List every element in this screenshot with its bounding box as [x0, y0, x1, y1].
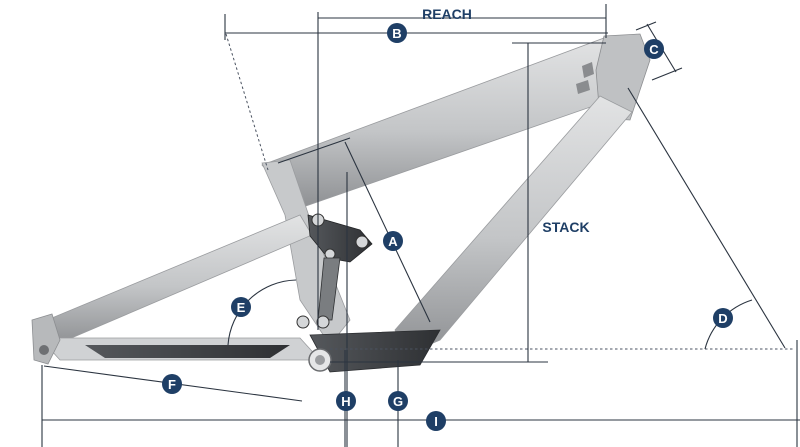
badge-g: G: [388, 391, 408, 411]
rear-shock: [317, 257, 341, 321]
c-bottom-ext: [651, 67, 683, 81]
badge-i: I: [426, 411, 446, 431]
head-tube: [595, 33, 651, 121]
rear-axle: [39, 345, 49, 355]
badge-c-text: C: [649, 42, 659, 57]
pivot-lower-1: [296, 315, 310, 329]
badge-h: H: [336, 391, 356, 411]
badge-a: A: [383, 231, 403, 251]
badge-a-text: A: [388, 234, 398, 249]
seat-stay: [34, 214, 313, 346]
stack-label: STACK: [542, 219, 589, 235]
badge-e: E: [231, 297, 251, 317]
pivot-lower-2: [316, 315, 330, 329]
badge-b-text: B: [392, 26, 401, 41]
a-top-ext: [277, 137, 351, 164]
pivot-rocker: [355, 235, 369, 249]
badge-e-text: E: [237, 300, 246, 315]
c-top-ext: [635, 21, 657, 31]
bike-frame: [31, 33, 651, 373]
bb-axle: [315, 355, 325, 365]
a-line: [344, 141, 431, 323]
d-steering-axis: [627, 87, 786, 349]
rear-dropout: [31, 313, 61, 365]
badge-c: C: [644, 39, 664, 59]
badge-i-text: I: [434, 414, 438, 429]
badge-g-text: G: [393, 394, 403, 409]
badge-b: B: [387, 23, 407, 43]
badge-f-text: F: [168, 377, 176, 392]
dimension-lines: [41, 4, 800, 447]
e-angle-arc: [227, 279, 297, 346]
chain-stay-guard: [85, 345, 290, 358]
rocker-link: [307, 214, 373, 263]
reach-label: REACH: [422, 6, 472, 22]
seat-tube-axis: [225, 33, 269, 171]
badge-h-text: H: [341, 394, 350, 409]
head-tube-logo: [576, 62, 594, 94]
badge-d-text: D: [718, 311, 727, 326]
pivot-shock: [324, 248, 336, 260]
badge-d: D: [713, 308, 733, 328]
badge-f: F: [162, 374, 182, 394]
